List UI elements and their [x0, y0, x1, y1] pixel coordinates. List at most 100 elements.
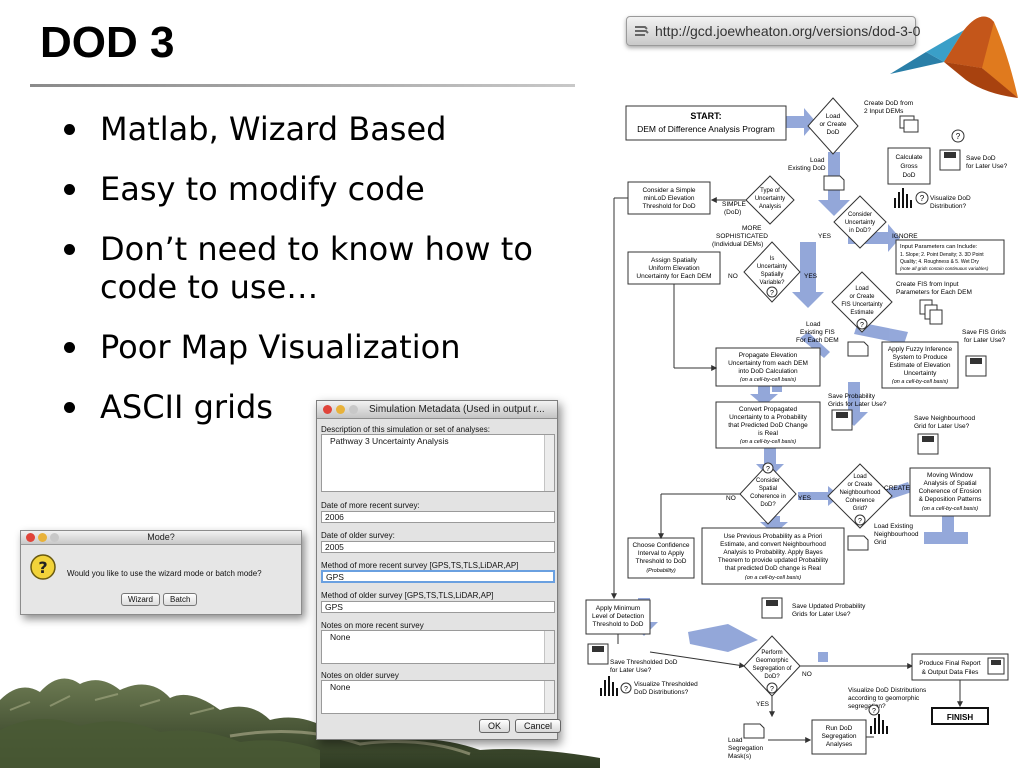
svg-text:?: ? [38, 558, 47, 577]
svg-text:Save Thresholded DoD: Save Thresholded DoD [610, 659, 678, 666]
svg-text:Neighbourhood: Neighbourhood [839, 490, 880, 496]
wizard-button[interactable]: Wizard [121, 593, 160, 606]
svg-text:Moving Window: Moving Window [927, 472, 973, 479]
svg-text:or Create: or Create [819, 121, 846, 128]
minimize-icon[interactable] [336, 405, 345, 414]
svg-text:Segregation of: Segregation of [752, 666, 791, 672]
svg-text:(note all grids contain contin: (note all grids contain continuous varia… [900, 266, 989, 271]
svg-text:IGNORE: IGNORE [892, 233, 918, 240]
svg-text:Save Probability: Save Probability [828, 393, 876, 400]
svg-text:Segregation: Segregation [728, 745, 763, 752]
close-icon[interactable] [26, 533, 35, 542]
svg-text:Gross: Gross [900, 163, 918, 170]
svg-text:DoD: DoD [902, 172, 915, 179]
url-text[interactable]: http://gcd.joewheaton.org/versions/dod-3… [655, 23, 921, 39]
choose-confidence-box: Choose Confidence Interval to Apply Thre… [627, 537, 695, 579]
older-method-field[interactable]: GPS [321, 601, 555, 613]
older-survey-date-field[interactable]: 2005 [321, 541, 555, 553]
svg-text:?: ? [858, 518, 862, 525]
svg-text:Uncertainty from each DEM: Uncertainty from each DEM [728, 360, 808, 367]
help-icon [766, 286, 778, 298]
svg-text:Load: Load [853, 474, 866, 480]
svg-text:Consider a Simple: Consider a Simple [642, 187, 695, 194]
svg-text:?: ? [770, 686, 774, 693]
svg-text:START:: START: [690, 111, 721, 121]
ok-button[interactable]: OK [479, 719, 511, 733]
svg-text:Spatially: Spatially [761, 272, 784, 278]
type-uncertainty-diamond: Type of Uncertainty Analysis [745, 175, 795, 225]
svg-text:Mask(s): Mask(s) [728, 753, 751, 760]
older-notes-label: Notes on older survey [321, 671, 399, 680]
svg-text:Assign Spatially: Assign Spatially [651, 257, 698, 264]
matlab-logo-icon [890, 16, 1018, 98]
question-icon: ? [30, 554, 56, 580]
minimize-icon[interactable] [38, 533, 47, 542]
description-textarea[interactable]: Pathway 3 Uncertainty Analysis [321, 434, 555, 492]
svg-text:?: ? [770, 290, 774, 297]
svg-text:or Create: or Create [849, 294, 875, 300]
older-survey-date-label: Date of older survey: [321, 531, 395, 540]
svg-text:Consider: Consider [756, 478, 780, 484]
svg-text:Estimate: Estimate [850, 310, 874, 316]
recent-notes-value: None [330, 632, 351, 642]
svg-text:Threshold to DoD: Threshold to DoD [593, 621, 644, 628]
svg-text:Analyses: Analyses [826, 741, 853, 748]
url-badge[interactable]: http://gcd.joewheaton.org/versions/dod-3… [626, 16, 920, 46]
bullet-item: Don’t need to know how to code to use… [60, 230, 590, 306]
svg-text:NO: NO [802, 671, 812, 678]
svg-text:(Individual DEMs): (Individual DEMs) [712, 241, 763, 248]
svg-text:Load: Load [826, 113, 841, 120]
mode-dialog: Mode? ? Would you like to use the wizard… [20, 530, 302, 615]
svg-text:Grid: Grid [874, 539, 887, 546]
dem-stack-icon [899, 115, 919, 133]
svg-text:Create DoD from: Create DoD from [864, 100, 913, 107]
help-icon [951, 129, 965, 143]
histogram-icon [600, 676, 618, 696]
batch-button[interactable]: Batch [163, 593, 198, 606]
svg-text:Load: Load [728, 737, 743, 744]
mode-dialog-title: Mode? [147, 532, 175, 542]
link-icon [635, 26, 649, 36]
consider-simple-box: Consider a Simple minLoD Elevation Thres… [627, 181, 711, 215]
recent-notes-textarea[interactable]: None [321, 630, 555, 664]
scrollbar[interactable] [544, 435, 554, 491]
svg-text:Load: Load [855, 286, 868, 292]
svg-text:?: ? [956, 132, 961, 141]
close-icon[interactable] [323, 405, 332, 414]
svg-text:FINISH: FINISH [947, 713, 973, 722]
description-value: Pathway 3 Uncertainty Analysis [330, 436, 449, 446]
svg-text:?: ? [766, 466, 770, 473]
folder-icon [847, 535, 869, 551]
help-icon [854, 514, 866, 526]
svg-text:2 Input DEMs: 2 Input DEMs [864, 108, 904, 115]
mode-dialog-message: Would you like to use the wizard mode or… [67, 569, 262, 578]
maximize-icon[interactable] [50, 533, 59, 542]
bullet-item: ASCII grids [60, 388, 590, 426]
bullet-dot-icon [64, 124, 75, 135]
svg-text:?: ? [872, 708, 876, 715]
recent-survey-date-label: Date of more recent survey: [321, 501, 420, 510]
svg-text:Threshold to DoD: Threshold to DoD [636, 558, 687, 565]
svg-text:?: ? [860, 322, 864, 329]
recent-method-field[interactable]: GPS [321, 570, 555, 583]
svg-text:segregation?: segregation? [848, 703, 886, 710]
svg-text:Apply Minimum: Apply Minimum [596, 605, 640, 612]
scrollbar[interactable] [544, 681, 554, 713]
scrollbar[interactable] [544, 631, 554, 663]
svg-text:Produce Final Report: Produce Final Report [919, 660, 981, 667]
svg-text:Existing FIS: Existing FIS [800, 329, 835, 336]
histogram-icon [870, 714, 888, 734]
svg-text:(on a cell-by-cell basis): (on a cell-by-cell basis) [740, 377, 796, 383]
svg-text:Choose Confidence: Choose Confidence [632, 542, 689, 549]
older-notes-textarea[interactable]: None [321, 680, 555, 714]
maximize-icon[interactable] [349, 405, 358, 414]
recent-survey-date-field[interactable]: 2006 [321, 511, 555, 523]
svg-text:minLoD Elevation: minLoD Elevation [644, 195, 695, 202]
recent-notes-label: Notes on more recent survey [321, 621, 424, 630]
svg-text:Theorem to provide updated Pro: Theorem to provide updated Probability [718, 557, 829, 564]
svg-text:Uncertainty for Each DEM: Uncertainty for Each DEM [636, 273, 711, 280]
load-create-dod-diamond: Load or Create DoD [807, 97, 859, 155]
svg-text:Segregation: Segregation [821, 733, 856, 740]
svg-text:Uniform Elevation: Uniform Elevation [648, 265, 700, 272]
cancel-button[interactable]: Cancel [515, 719, 562, 733]
